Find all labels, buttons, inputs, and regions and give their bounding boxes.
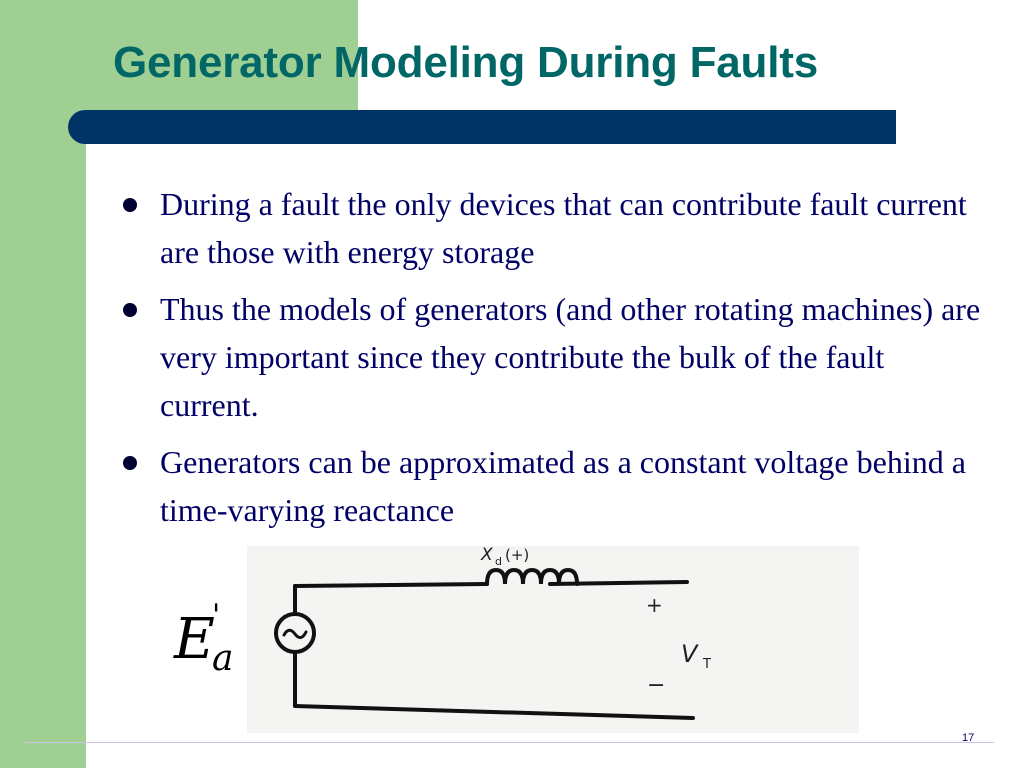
bullet-item: During a fault the only devices that can… <box>120 180 990 276</box>
bullet-item: Thus the models of generators (and other… <box>120 285 990 429</box>
circuit-top-wire-left <box>293 582 489 588</box>
reactance-label: X <box>480 546 493 565</box>
equation-e-prime-a: E ' a <box>174 598 244 688</box>
bullet-text: Generators can be approximated as a cons… <box>160 444 966 528</box>
page-number: 17 <box>962 732 975 744</box>
green-header-panel <box>0 0 358 110</box>
footer-divider <box>24 742 994 743</box>
plus-sign-label: + <box>646 593 663 617</box>
reactance-suffix: (+) <box>505 546 529 564</box>
ac-wave-icon <box>282 628 308 639</box>
bullet-list: During a fault the only devices that can… <box>120 180 990 543</box>
bullet-text: Thus the models of generators (and other… <box>160 291 981 423</box>
bullet-dot-icon <box>123 198 137 212</box>
bullet-dot-icon <box>123 303 137 317</box>
equation-subscript: a <box>212 638 234 679</box>
voltage-subscript: T <box>702 657 711 672</box>
content-corner-curve <box>86 142 126 182</box>
slide-title: Generator Modeling During Faults <box>113 38 818 87</box>
voltage-label: V <box>681 640 699 668</box>
circuit-bottom-wire <box>293 704 695 720</box>
inductor-coil-icon <box>485 567 579 586</box>
bullet-dot-icon <box>123 456 137 470</box>
green-side-strip <box>0 110 86 768</box>
bullet-text: During a fault the only devices that can… <box>160 186 967 270</box>
equation-prime: ' <box>212 598 221 633</box>
circuit-top-wire-right <box>548 580 689 586</box>
bullet-item: Generators can be approximated as a cons… <box>120 438 990 534</box>
equation-base: E <box>174 607 215 672</box>
circuit-diagram: X d (+) + V T − <box>247 545 859 733</box>
title-underline-bar <box>68 110 896 144</box>
minus-sign-label: − <box>647 673 665 698</box>
ac-source-icon <box>274 612 316 654</box>
reactance-subscript: d <box>495 555 502 568</box>
circuit-drawing: X d (+) + V T − <box>274 545 711 720</box>
